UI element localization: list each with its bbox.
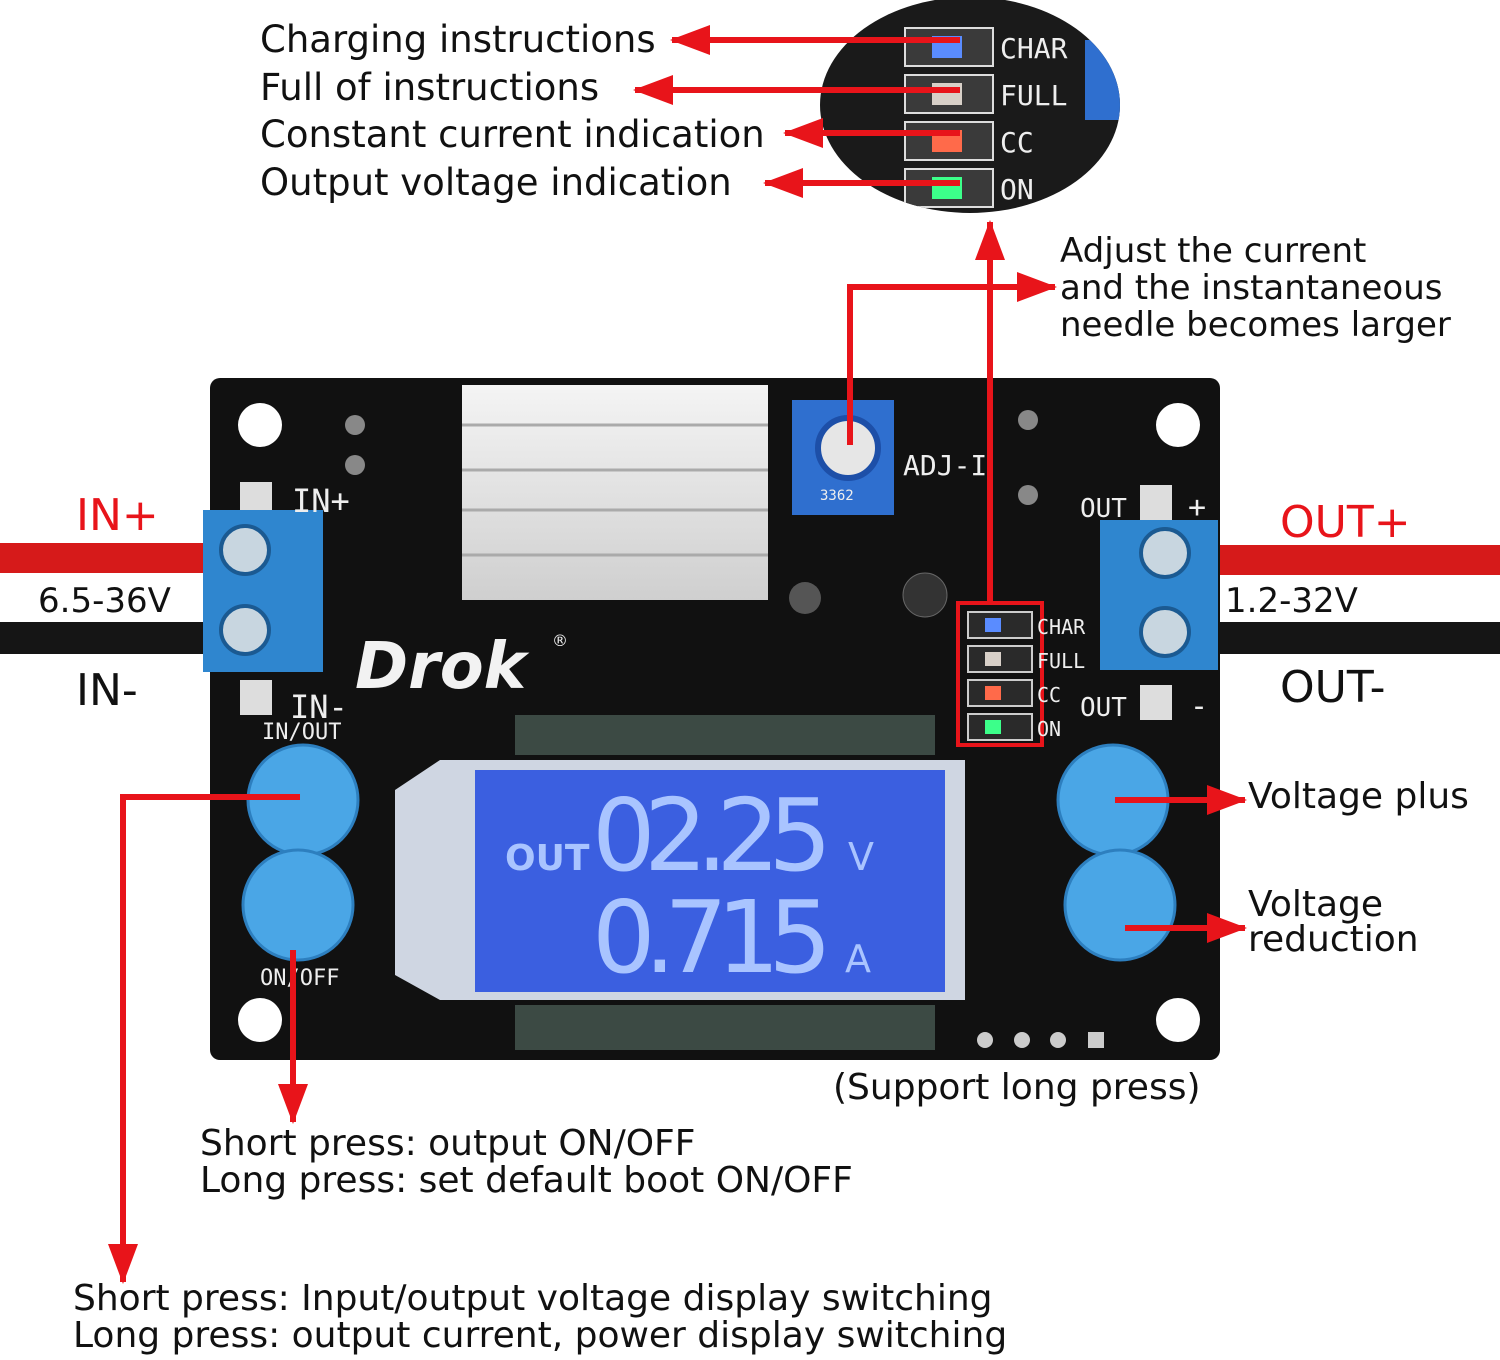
- voltage-plus-label: Voltage plus: [1248, 776, 1469, 817]
- board-out-minus: OUT: [1080, 693, 1127, 723]
- adjust-note-line-3: needle becomes larger: [1060, 305, 1451, 345]
- output-terminal-block: [1100, 485, 1218, 720]
- support-long-press: (Support long press): [833, 1067, 1201, 1108]
- input-terminal-block: [203, 482, 323, 715]
- input-plus-label: IN+: [76, 490, 159, 541]
- annotation-arrows: [108, 24, 1247, 1284]
- on-off-button[interactable]: [241, 848, 355, 962]
- output-black-wire: [1215, 622, 1500, 654]
- inset-led-label-char: CHAR: [1000, 32, 1068, 65]
- label-constant-current: Constant current indication: [260, 113, 765, 156]
- input-range: 6.5-36V: [38, 581, 171, 621]
- adjust-note-line-1: Adjust the current: [1060, 231, 1366, 271]
- led-light-on: [985, 720, 1001, 734]
- lcd-display: OUT 02.25 V 0.715 A: [395, 715, 965, 1050]
- drok-logo: Drok: [355, 630, 530, 704]
- board-on-off-label: ON/OFF: [260, 966, 339, 991]
- voltage-reduction-line-2: reduction: [1248, 919, 1419, 960]
- led-light-cc: [985, 686, 1001, 700]
- output-minus-label: OUT-: [1280, 662, 1386, 713]
- led-light-full: [985, 652, 1001, 666]
- label-charging: Charging instructions: [260, 18, 656, 61]
- label-output-voltage: Output voltage indication: [260, 161, 732, 204]
- board-in-out-label: IN/OUT: [262, 720, 341, 745]
- led-cc: [967, 679, 1033, 707]
- board-in-plus: IN+: [292, 482, 350, 520]
- lcd-voltage: 02.25: [592, 777, 832, 894]
- lcd-voltage-unit: V: [848, 835, 874, 879]
- input-red-wire: [0, 543, 210, 573]
- inset-led-cc: [904, 121, 994, 161]
- input-black-wire: [0, 622, 210, 654]
- pot-code: 3362: [820, 488, 854, 504]
- plus-sign: +: [1188, 490, 1206, 525]
- current-adjust-potentiometer[interactable]: 3362: [792, 400, 894, 515]
- lcd-current: 0.715: [592, 879, 832, 996]
- led-label-on: ON: [1037, 717, 1061, 741]
- on-off-long-press: Long press: set default boot ON/OFF: [200, 1160, 853, 1201]
- adjust-note-line-2: and the instantaneous: [1060, 268, 1443, 308]
- minus-sign: -: [1190, 689, 1208, 724]
- label-full: Full of instructions: [260, 66, 599, 109]
- input-minus-label: IN-: [76, 665, 138, 716]
- led-highlight-box: [956, 601, 1044, 747]
- board-in-minus: IN-: [290, 688, 348, 726]
- led-label-full: FULL: [1037, 649, 1085, 673]
- inset-led-light-full: [932, 83, 962, 105]
- in-out-long-press: Long press: output current, power displa…: [73, 1315, 1007, 1356]
- output-red-wire: [1215, 545, 1500, 575]
- led-label-cc: CC: [1037, 683, 1061, 707]
- inset-led-label-full: FULL: [1000, 79, 1067, 112]
- voltage-reduction-line-1: Voltage: [1248, 884, 1383, 925]
- led-light-char: [985, 618, 1001, 632]
- output-range: 1.2-32V: [1225, 581, 1358, 621]
- inset-led-label-cc: CC: [1000, 126, 1034, 159]
- led-label-char: CHAR: [1037, 615, 1086, 639]
- lcd-mode: OUT: [505, 838, 590, 879]
- lcd-current-unit: A: [845, 937, 871, 981]
- registered-mark: ®: [552, 631, 568, 650]
- on-off-short-press: Short press: output ON/OFF: [200, 1123, 695, 1164]
- board-out-plus: OUT: [1080, 494, 1127, 524]
- pot-label: ADJ-I: [903, 449, 987, 482]
- output-plus-label: OUT+: [1280, 497, 1411, 548]
- status-led-group: CHAR FULL CC ON: [956, 601, 1086, 747]
- inset-led-label-on: ON: [1000, 173, 1034, 206]
- voltage-minus-button[interactable]: [1063, 848, 1177, 962]
- heatsink: [462, 385, 768, 600]
- in-out-short-press: Short press: Input/output voltage displa…: [73, 1278, 993, 1319]
